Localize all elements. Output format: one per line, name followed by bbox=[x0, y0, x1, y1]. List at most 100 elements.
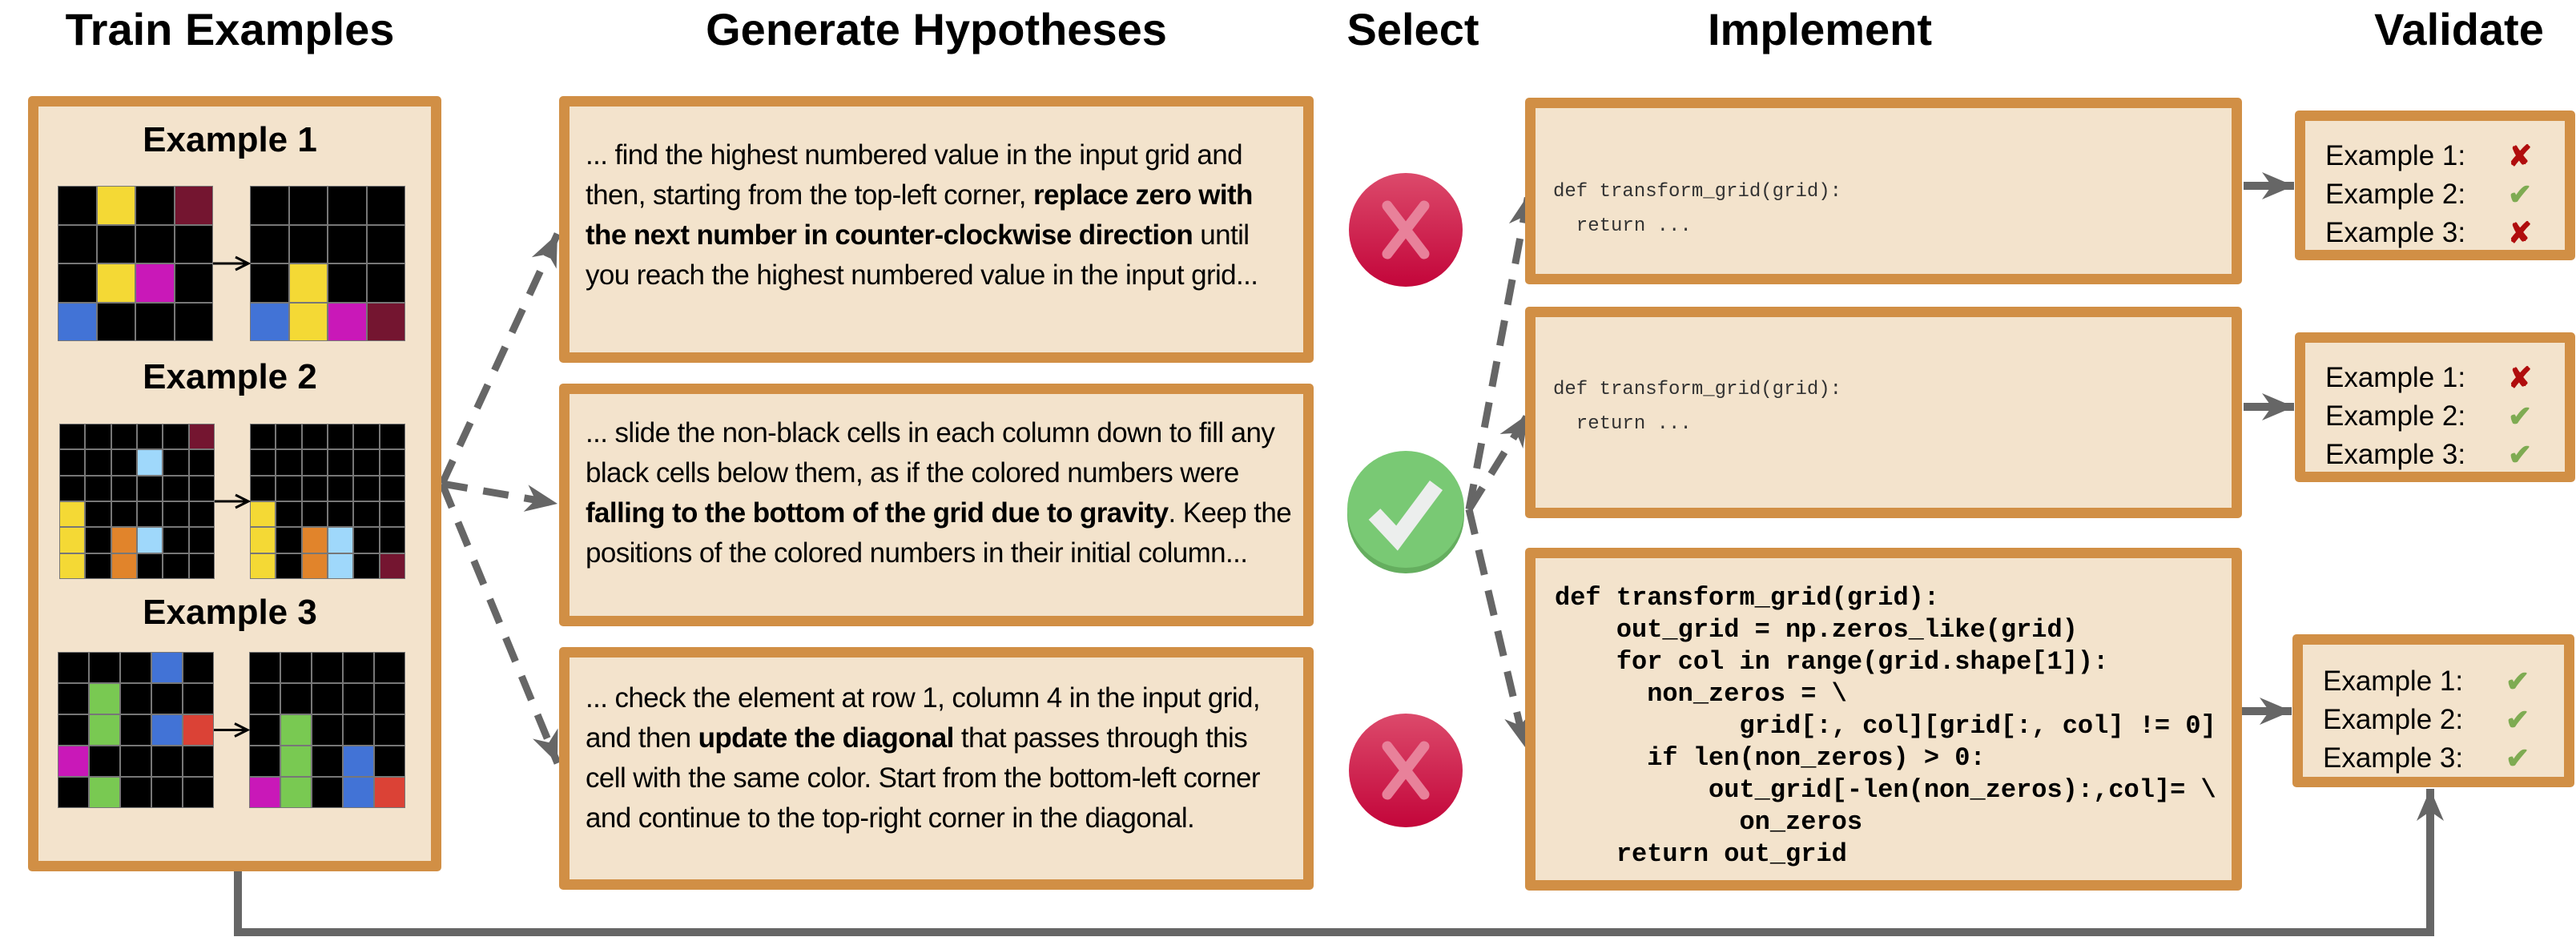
dashed-arrow-to-implementation-1 bbox=[1465, 194, 1536, 510]
grid-cell bbox=[276, 502, 301, 527]
grid-cell bbox=[250, 684, 280, 714]
example-title: Example 3 bbox=[143, 593, 317, 632]
pass-check-icon: ✔ bbox=[2506, 703, 2530, 736]
validation-label: Example 3: bbox=[2325, 439, 2466, 470]
code-snippet: def transform_grid(grid): out_grid = np.… bbox=[1555, 583, 2216, 869]
hypothesis-box-2: ... slide the non-black cells in each co… bbox=[559, 384, 1314, 626]
grid-cell bbox=[289, 264, 327, 302]
grid-cell bbox=[367, 225, 405, 263]
hypothesis-text-segment: ... slide the non-black cells in each co… bbox=[586, 417, 1275, 489]
grid-cell bbox=[328, 187, 366, 224]
hypothesis-key-phrase: replace zero with the next number in cou… bbox=[586, 179, 1253, 251]
validation-label: Example 1: bbox=[2325, 140, 2466, 171]
hypothesis-text-segment: ... find the highest numbered value in t… bbox=[586, 139, 1243, 211]
pass-check-icon: ✔ bbox=[2508, 438, 2533, 471]
grid-cell bbox=[97, 264, 135, 302]
grid-cell bbox=[380, 553, 405, 578]
validation-box-3: Example 1:✔ Example 2:✔ Example 3:✔ bbox=[2292, 634, 2574, 787]
implementation-box-1: def transform_grid(grid): return ... bbox=[1525, 98, 2242, 284]
grid-cell bbox=[344, 653, 373, 682]
validation-result: Example 2:✔ bbox=[2325, 397, 2565, 436]
grid-cell bbox=[189, 450, 214, 475]
grid-cell bbox=[175, 187, 212, 224]
grid-cell bbox=[276, 528, 301, 553]
grid-cell bbox=[302, 424, 327, 449]
grid-cell bbox=[328, 450, 353, 475]
grid-cell bbox=[183, 715, 213, 745]
grid-cell bbox=[344, 715, 373, 745]
grid-cell bbox=[152, 746, 182, 776]
validation-label: Example 2: bbox=[2323, 704, 2464, 735]
grid-cell bbox=[90, 684, 119, 714]
grid-cell bbox=[163, 502, 188, 527]
grid-cell bbox=[58, 225, 96, 263]
grid-cell bbox=[136, 303, 174, 340]
grid-cell bbox=[183, 653, 213, 682]
grid-cell bbox=[251, 303, 288, 340]
grid-cell bbox=[367, 303, 405, 340]
grid-cell bbox=[250, 715, 280, 745]
grid-cell bbox=[251, 264, 288, 302]
reject-x-icon bbox=[1349, 173, 1463, 287]
grid-cell bbox=[163, 528, 188, 553]
hypothesis-text-segment: that passes through this cell with the s… bbox=[586, 722, 1260, 834]
grid-cell bbox=[276, 450, 301, 475]
grid-cell bbox=[354, 502, 379, 527]
grid-cell bbox=[58, 264, 96, 302]
grid-cell bbox=[86, 476, 111, 501]
grid-cell bbox=[289, 187, 327, 224]
hypothesis-text-segment: ... check the element at row 1, column 4… bbox=[586, 682, 1261, 754]
validation-result: Example 3:✔ bbox=[2323, 739, 2564, 778]
grid-cell bbox=[380, 502, 405, 527]
grid-cell bbox=[367, 264, 405, 302]
validation-result: Example 2:✔ bbox=[2325, 175, 2565, 214]
grid-cell bbox=[375, 715, 405, 745]
example-title: Example 2 bbox=[143, 357, 317, 396]
validation-box-2: Example 1:✘ Example 2:✔ Example 3:✔ bbox=[2295, 332, 2575, 482]
grid-cell bbox=[380, 528, 405, 553]
grid-cell bbox=[302, 450, 327, 475]
grid-cell bbox=[136, 264, 174, 302]
grid-cell bbox=[163, 553, 188, 578]
example-2-input-grid bbox=[59, 424, 215, 579]
validation-label: Example 2: bbox=[2325, 179, 2466, 210]
grid-cell bbox=[281, 684, 311, 714]
grid-cell bbox=[312, 715, 342, 745]
example-1-output-grid bbox=[250, 186, 405, 341]
grid-cell bbox=[183, 684, 213, 714]
validation-result: Example 1:✘ bbox=[2325, 137, 2565, 175]
hypothesis-key-phrase: update the diagonal bbox=[698, 722, 955, 754]
header-implement: Implement bbox=[1707, 4, 1933, 54]
grid-cell bbox=[58, 778, 88, 807]
grid-cell bbox=[121, 778, 151, 807]
grid-cell bbox=[328, 225, 366, 263]
grid-cell bbox=[367, 187, 405, 224]
grid-cell bbox=[60, 450, 85, 475]
grid-cell bbox=[90, 778, 119, 807]
grid-cell bbox=[380, 476, 405, 501]
grid-cell bbox=[90, 715, 119, 745]
grid-cell bbox=[251, 187, 288, 224]
validation-label: Example 1: bbox=[2325, 362, 2466, 393]
grid-cell bbox=[111, 553, 136, 578]
grid-cell bbox=[189, 502, 214, 527]
grid-cell bbox=[138, 502, 163, 527]
hypothesis-text: ... slide the non-black cells in each co… bbox=[586, 413, 1292, 573]
grid-cell bbox=[380, 450, 405, 475]
grid-cell bbox=[152, 778, 182, 807]
header-generate-hypotheses: Generate Hypotheses bbox=[706, 4, 1167, 54]
grid-cell bbox=[86, 553, 111, 578]
grid-cell bbox=[189, 424, 214, 449]
grid-cell bbox=[281, 746, 311, 776]
example-title: Example 1 bbox=[143, 120, 317, 159]
grid-cell bbox=[302, 553, 327, 578]
dashed-arrow-to-implementation-3 bbox=[1465, 508, 1532, 749]
implementation-box-2: def transform_grid(grid): return ... bbox=[1525, 307, 2242, 518]
grid-cell bbox=[251, 553, 276, 578]
grid-cell bbox=[354, 553, 379, 578]
header-validate: Validate bbox=[2374, 4, 2544, 54]
grid-cell bbox=[175, 303, 212, 340]
grid-cell bbox=[97, 187, 135, 224]
train-to-validation-arrow bbox=[234, 789, 2444, 936]
